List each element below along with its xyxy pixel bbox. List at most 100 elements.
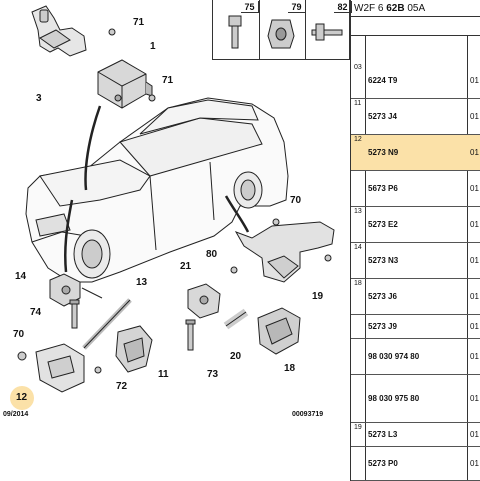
callout-70[interactable]: 70	[13, 329, 25, 340]
callout-74[interactable]: 74	[30, 307, 42, 318]
row-part-reference[interactable]: 5273 P0	[368, 459, 398, 468]
fastener-cell-82: 82	[305, 0, 352, 60]
nut-70-right	[272, 218, 280, 226]
table-row[interactable]: 14 5273 N3 01	[351, 243, 480, 279]
callout-18[interactable]: 18	[284, 363, 296, 374]
part-12-highlight-marker	[10, 386, 34, 410]
row-quantity: 01	[470, 292, 479, 301]
callout-20[interactable]: 20	[230, 351, 242, 362]
row-part-reference[interactable]: 5273 L3	[368, 430, 398, 439]
pointer-rear-left	[64, 199, 74, 273]
table-row[interactable]: 5673 P6 01	[351, 171, 480, 207]
table-row[interactable]: 98 030 975 80 01	[351, 375, 480, 423]
table-row[interactable]: 11 5273 J4 01	[351, 99, 480, 135]
callout-21[interactable]: 21	[180, 261, 192, 272]
fastener-cell-75: 75	[213, 0, 259, 60]
model-code-bold: 62B	[386, 3, 405, 14]
callout-72[interactable]: 72	[116, 381, 128, 392]
bracket-part-19	[234, 221, 335, 283]
row-item-number: 03	[354, 64, 362, 71]
model-code-prefix: W2F 6	[354, 3, 387, 14]
row-part-reference[interactable]: 5273 N9	[368, 148, 399, 157]
table-row[interactable]: 98 030 974 80 01	[351, 339, 480, 375]
row-item-number: 18	[354, 280, 362, 287]
callout-13[interactable]: 13	[136, 277, 148, 288]
nut-icon	[267, 19, 295, 49]
sensor-part-11	[115, 325, 153, 373]
stud-icon	[311, 23, 343, 41]
table-row[interactable]: 13 5273 E2 01	[351, 207, 480, 243]
row-item-number: 11	[354, 100, 362, 107]
callout-1[interactable]: 1	[150, 41, 156, 52]
row-quantity: 01	[470, 352, 479, 361]
row-quantity: 01	[470, 394, 479, 403]
sensor-part-1	[97, 59, 153, 109]
table-row[interactable]: 18 5273 J6 01	[351, 279, 480, 315]
row-part-reference[interactable]: 5673 P6	[368, 184, 398, 193]
callout-12[interactable]: 12	[16, 392, 28, 403]
row-quantity: 01	[470, 459, 479, 468]
callout-3[interactable]: 3	[36, 93, 42, 104]
bracket-assembly-3	[31, 5, 87, 57]
callout-71[interactable]: 71	[133, 17, 145, 28]
row-item-number: 12	[354, 136, 362, 143]
model-code-header: W2F 6 62B 05A	[351, 0, 480, 17]
callout-14[interactable]: 14	[15, 271, 27, 282]
column-divider	[365, 36, 366, 481]
screw-71-side	[148, 94, 156, 102]
row-quantity: 01	[470, 430, 479, 439]
row-part-reference[interactable]: 5273 E2	[368, 220, 398, 229]
sensor-part-21	[187, 283, 221, 319]
row-item-number: 19	[354, 424, 362, 431]
bolt-73	[185, 319, 196, 351]
row-item-number: 13	[354, 208, 362, 215]
nut-70-left	[17, 351, 27, 361]
fastener-number: 79	[288, 1, 306, 13]
leader-14	[81, 287, 103, 299]
exploded-parts-diagram: 75 79 82 71 1 3 71 70 80 19 14 13 74 21 …	[3, 0, 352, 418]
callout-71[interactable]: 71	[162, 75, 174, 86]
mount-part-14	[49, 273, 81, 307]
row-quantity: 01	[470, 256, 479, 265]
bracket-part-12	[35, 343, 85, 393]
parts-illustration	[17, 5, 335, 393]
row-part-reference[interactable]: 98 030 975 80	[368, 394, 420, 403]
callout-11[interactable]: 11	[158, 369, 169, 380]
table-row[interactable]: 19 5273 L3 01	[351, 423, 480, 447]
row-quantity: 01	[470, 148, 479, 157]
row-item-number: 14	[354, 244, 362, 251]
row-part-reference[interactable]: 5273 J9	[368, 322, 397, 331]
part-reference-table: W2F 6 62B 05A 03 6224 T9 01 11 5273 J4 01 12 52…	[350, 0, 480, 481]
table-row[interactable]: 12 5273 N9 01	[351, 135, 480, 171]
row-quantity: 01	[470, 112, 479, 121]
row-part-reference[interactable]: 5273 N3	[368, 256, 399, 265]
nut-80	[230, 266, 238, 274]
bolt-icon	[228, 15, 242, 49]
table-row[interactable]: 5273 P0 01	[351, 447, 480, 481]
nut-72	[94, 366, 102, 374]
fastener-number: 75	[241, 1, 259, 13]
row-part-reference[interactable]: 6224 T9	[368, 76, 398, 85]
callout-70[interactable]: 70	[290, 195, 302, 206]
row-quantity: 01	[470, 184, 479, 193]
row-part-reference[interactable]: 5273 J4	[368, 112, 397, 121]
row-part-reference[interactable]: 5273 J6	[368, 292, 397, 301]
callout-80[interactable]: 80	[206, 249, 218, 260]
row-part-reference[interactable]: 98 030 974 80	[368, 352, 420, 361]
model-code-suffix: 05A	[404, 3, 426, 14]
row-quantity: 01	[470, 322, 479, 331]
diagram-doc-number: 00093719	[292, 411, 324, 418]
row-quantity: 01	[470, 220, 479, 229]
bolt-74	[69, 299, 80, 329]
table-row[interactable]: 5273 J9 01	[351, 315, 480, 339]
fastener-cell-79: 79	[259, 0, 306, 60]
fastener-number: 82	[334, 1, 352, 13]
diagram-date: 09/2014	[3, 411, 29, 418]
callout-73[interactable]: 73	[207, 369, 219, 380]
table-subheader	[351, 17, 480, 36]
pointer-rear-right	[224, 195, 250, 233]
screw-71-top	[108, 28, 116, 36]
callout-19[interactable]: 19	[312, 291, 324, 302]
fastener-legend-box: 75 79 82	[212, 0, 352, 60]
